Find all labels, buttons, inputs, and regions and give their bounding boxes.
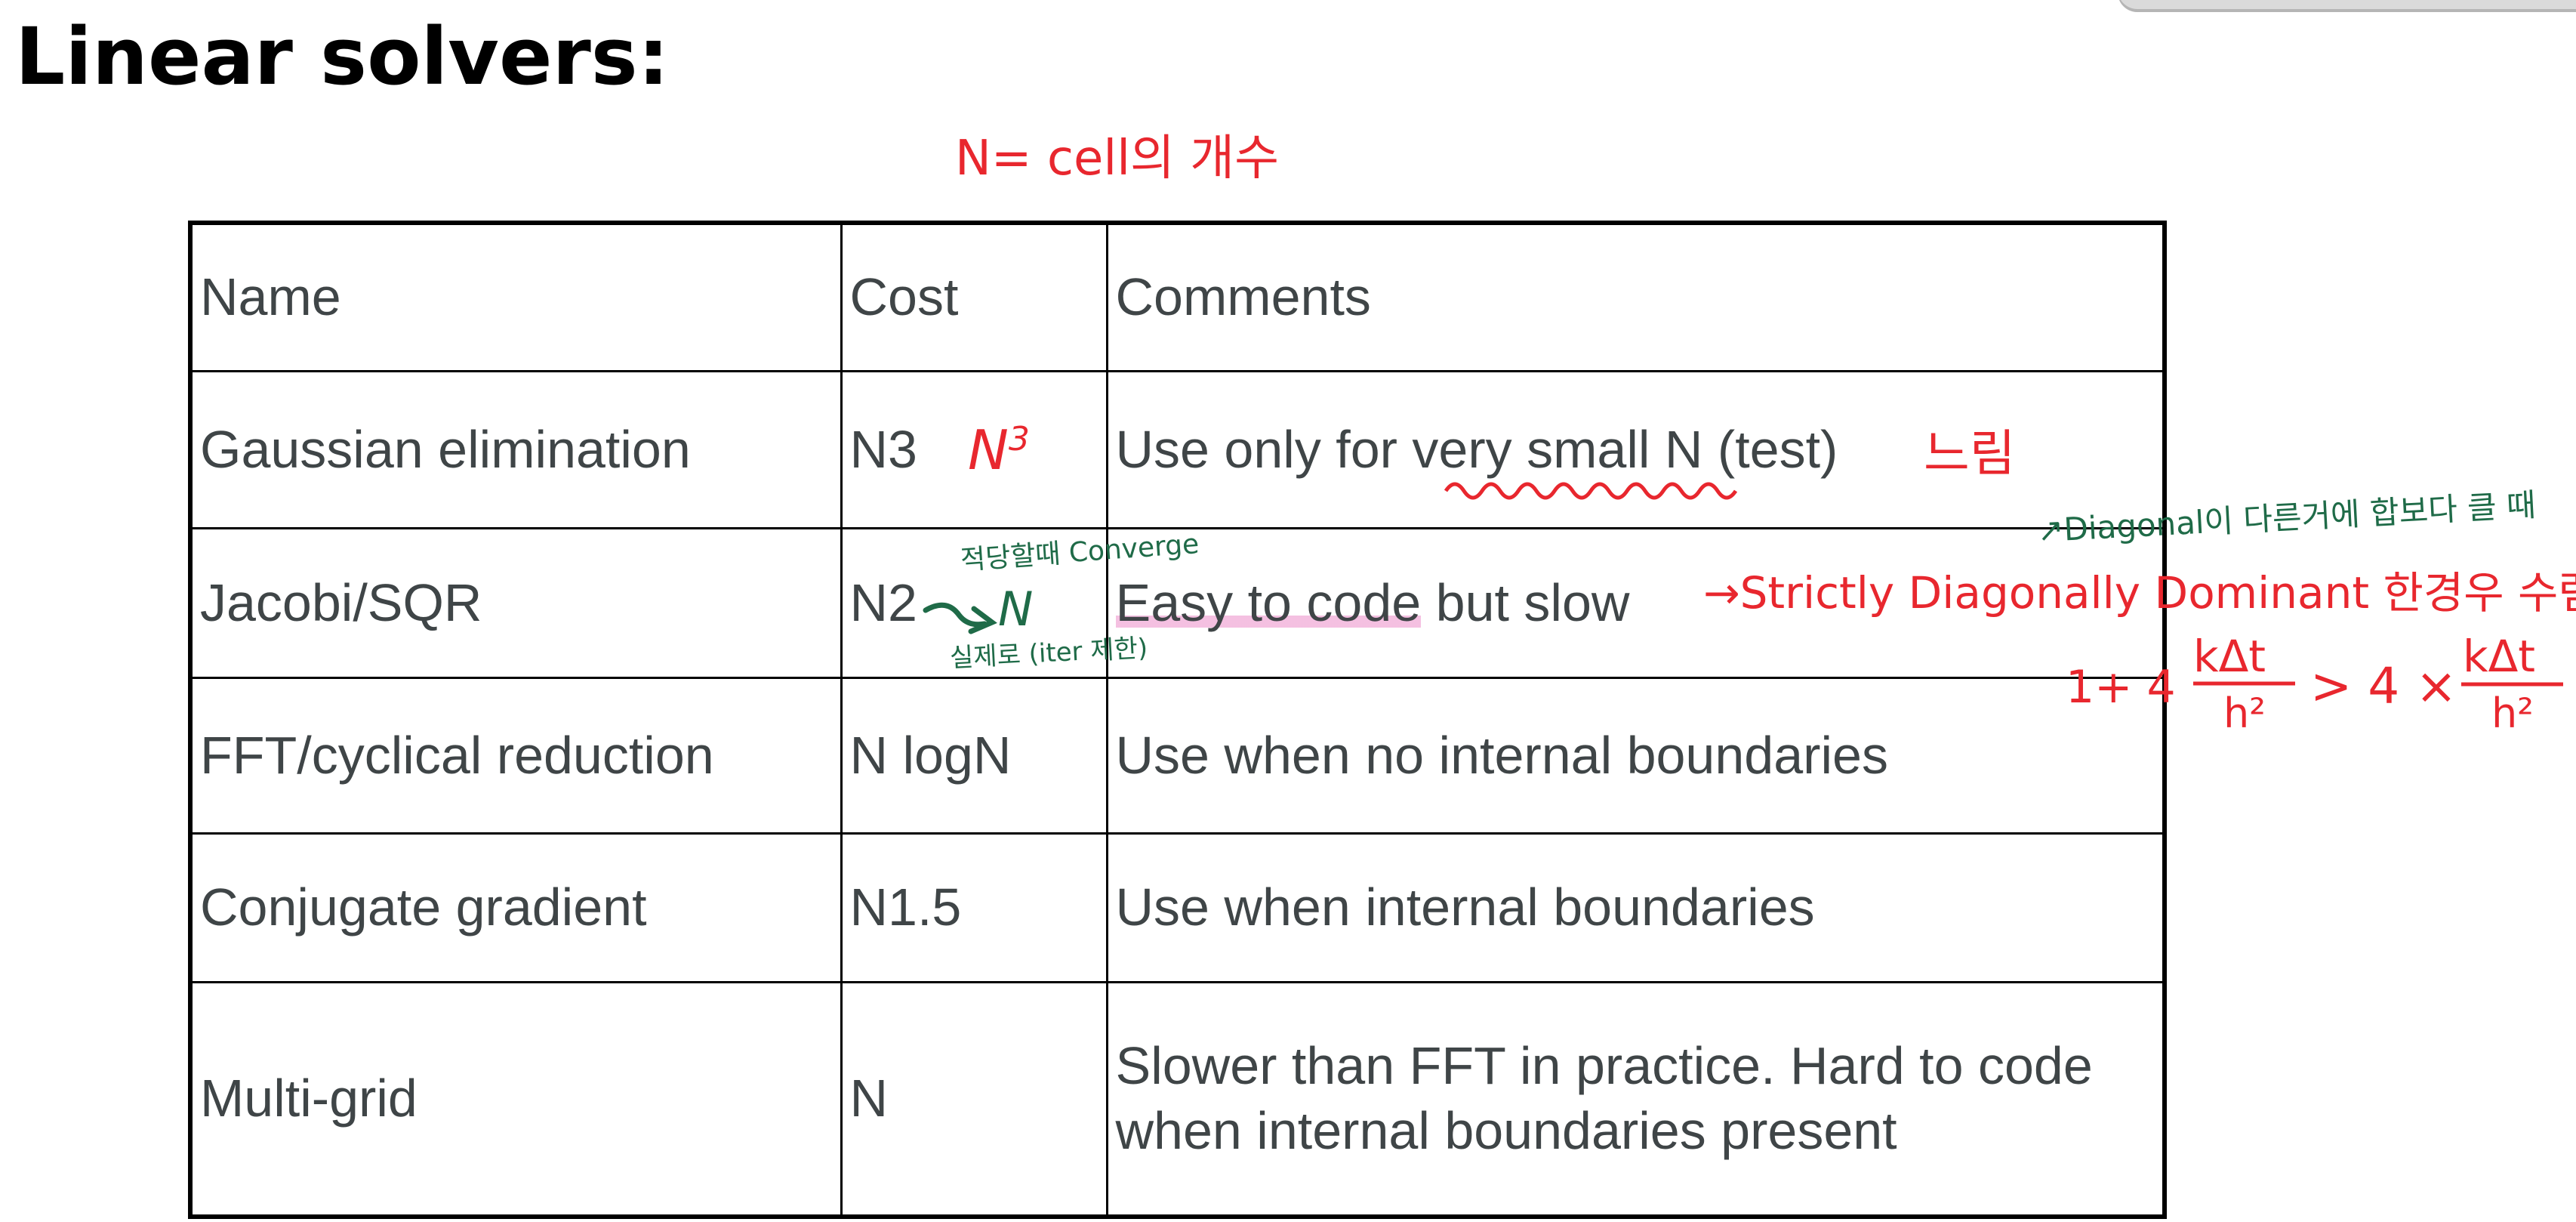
cell-name: FFT/cyclical reduction [189, 676, 843, 835]
note-ineq-den2: h² [2491, 690, 2534, 737]
note-jacobi-n: N [998, 582, 1034, 637]
header-cost: Cost [840, 221, 1108, 372]
window-tab-edge [2118, 0, 2576, 12]
table-row: FFT/cyclical reduction N logN Use when n… [189, 676, 2166, 835]
note-ineq-left: 1+ 4 [2066, 661, 2176, 714]
cell-comment: Use when internal boundaries [1105, 832, 2166, 983]
cell-name: Gaussian elimination [189, 369, 843, 530]
cell-cost: N [840, 980, 1108, 1218]
header-name: Name [189, 221, 843, 372]
note-n-cubed: N3 [968, 420, 1030, 478]
note-n-cubed-exp: 3 [1008, 420, 1030, 458]
table-header-row: Name Cost Comments [189, 221, 2166, 372]
note-slow: 느림 [1924, 424, 2016, 483]
cell-comment: Use only for very small N (test) [1105, 369, 2166, 530]
cell-cost: N1.5 [840, 832, 1108, 983]
highlighted-text: Easy to code [1115, 572, 1422, 632]
slide-title: Linear solvers: [15, 11, 670, 103]
note-ineq-num: kΔt [2193, 631, 2266, 682]
comment-rest: but slow [1421, 572, 1630, 632]
table-row: Gaussian elimination N3 Use only for ver… [189, 369, 2166, 530]
note-ineq-op: > 4 × [2310, 657, 2457, 715]
note-ineq-num2: kΔt [2463, 631, 2536, 682]
cell-comment: Use when no internal boundaries [1105, 676, 2166, 835]
cell-cost: N logN [840, 676, 1108, 835]
note-strictly-dominant: →Strictly Diagonally Dominant 한경우 수렴 [1703, 567, 2576, 619]
note-n-cubed-base: N [968, 418, 1009, 482]
cell-cost: N3 [840, 369, 1108, 530]
note-ineq-den: h² [2223, 690, 2266, 737]
cell-name: Multi-grid [189, 980, 843, 1218]
note-n-definition: N= cell의 개수 [955, 131, 1279, 187]
table-row: Jacobi/SQR N2 Easy to code but slow [189, 527, 2166, 679]
cell-comment: Slower than FFT in practice. Hard to cod… [1105, 980, 2166, 1218]
cell-name: Conjugate gradient [189, 832, 843, 983]
cell-name: Jacobi/SQR [189, 527, 843, 679]
solvers-table: Name Cost Comments Gaussian elimination … [188, 221, 2167, 1219]
header-comments: Comments [1105, 221, 2166, 372]
cell-comment: Easy to code but slow [1105, 527, 2166, 679]
table-row: Conjugate gradient N1.5 Use when interna… [189, 832, 2166, 983]
table-row: Multi-grid N Slower than FFT in practice… [189, 980, 2166, 1218]
